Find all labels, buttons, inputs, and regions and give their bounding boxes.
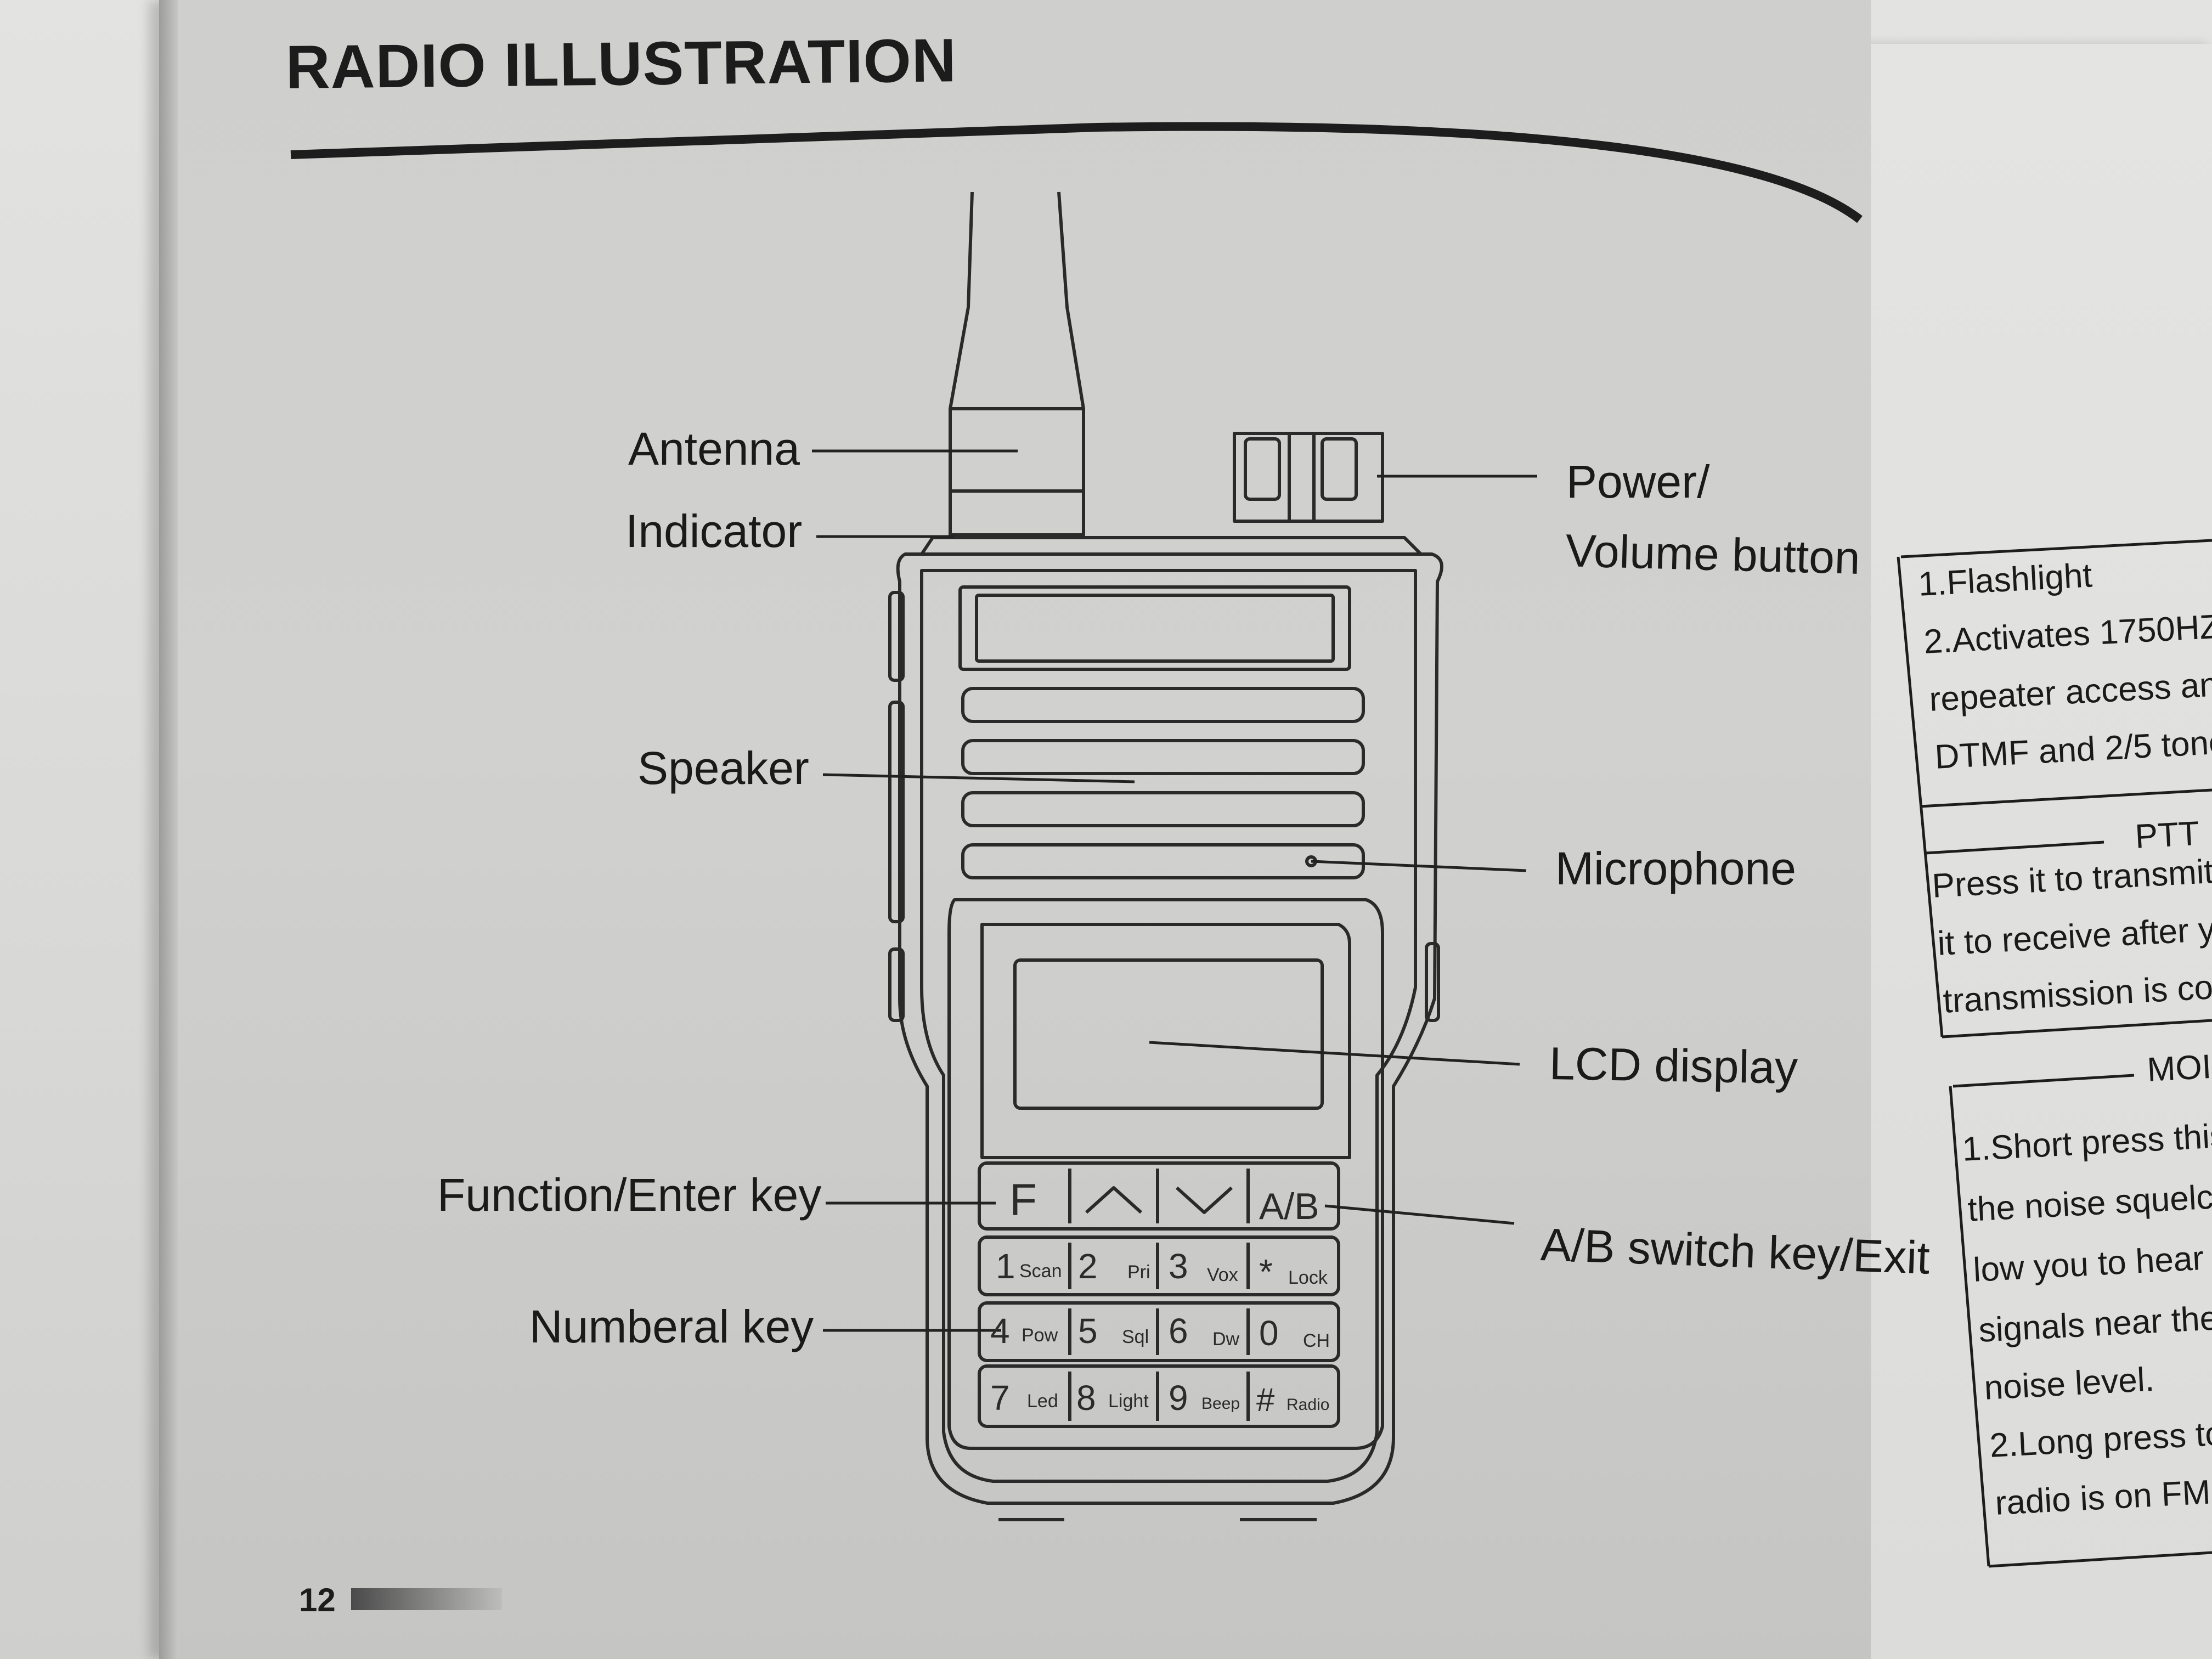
right-page-line: MOI (2146, 1047, 2212, 1089)
right-page-line: PTT (2134, 814, 2200, 856)
key-3-sub: Vox (1207, 1265, 1238, 1285)
numberal-key-label: Numberal key (529, 1301, 814, 1352)
function-enter-label: Function/Enter key (437, 1169, 822, 1221)
key-hash-sub: Radio (1286, 1396, 1329, 1414)
key-star-sub: Lock (1288, 1267, 1328, 1288)
right-page-rules (1897, 539, 2212, 1568)
lcd-screen (1013, 958, 1324, 1110)
microphone-label: Microphone (1555, 843, 1796, 894)
key-3: 3 (1169, 1246, 1188, 1286)
key-0: 0 (1259, 1313, 1279, 1353)
key-1: 1 (996, 1246, 1015, 1286)
antenna-shape (949, 191, 1085, 537)
indicator-label: Indicator (625, 505, 803, 557)
key-5: 5 (1078, 1311, 1098, 1351)
antenna-label: Antenna (628, 423, 800, 475)
down-arrow-icon (1175, 1186, 1233, 1214)
volume-knob-shape (1233, 432, 1384, 523)
speaker-slot (961, 687, 1365, 723)
speaker-leader (822, 773, 1135, 783)
keypad-labels: F A/B 1 Scan 2 Pri 3 Vox * Lock 4 Pow 5 … (990, 1175, 1330, 1418)
lcd-display-label: LCD display (1549, 1037, 1798, 1093)
key-2: 2 (1078, 1246, 1098, 1286)
key-9: 9 (1169, 1378, 1188, 1418)
key-7: 7 (990, 1378, 1010, 1418)
key-0-sub: CH (1303, 1330, 1330, 1351)
speaker-label: Speaker (637, 742, 809, 794)
speaker-slot (961, 739, 1365, 775)
microphone-leader (1311, 860, 1527, 872)
page-spine (159, 0, 178, 1659)
key-7-sub: Led (1027, 1391, 1058, 1412)
facing-page (1849, 44, 2212, 1659)
radio-outline (888, 191, 1443, 1521)
key-8-sub: Light (1108, 1391, 1149, 1412)
power-label-line2: Volume button (1565, 524, 1861, 584)
key-1-sub: Scan (1019, 1261, 1062, 1282)
key-row-bg (978, 1364, 1340, 1428)
front-panel (947, 898, 1384, 1450)
function-row-bg (978, 1161, 1340, 1231)
title-underline (290, 122, 1863, 223)
up-arrow-icon (1085, 1186, 1143, 1214)
key-star: * (1259, 1252, 1273, 1291)
key-4: 4 (990, 1311, 1010, 1351)
manual-page (159, 0, 1871, 1659)
key-f: F (1009, 1175, 1037, 1225)
ab-leader (1324, 1204, 1515, 1225)
key-8: 8 (1076, 1378, 1096, 1418)
leader-lines (812, 449, 1537, 1332)
key-9-sub: Beep (1201, 1395, 1240, 1413)
key-4-sub: Pow (1022, 1325, 1058, 1346)
key-hash: # (1256, 1381, 1275, 1418)
key-ab: A/B (1259, 1186, 1319, 1227)
key-2-sub: Pri (1127, 1262, 1150, 1283)
key-6: 6 (1169, 1311, 1188, 1351)
key-6-sub: Dw (1212, 1329, 1240, 1350)
key-row-bg (978, 1235, 1340, 1296)
power-label-line1: Power/ (1566, 456, 1710, 507)
page-number-bar (351, 1588, 502, 1610)
key-5-sub: Sql (1122, 1327, 1149, 1347)
lcd-leader (1149, 1041, 1520, 1066)
speaker-slot (961, 843, 1365, 879)
page-number: 12 (299, 1582, 336, 1618)
speaker-slot (961, 791, 1365, 827)
